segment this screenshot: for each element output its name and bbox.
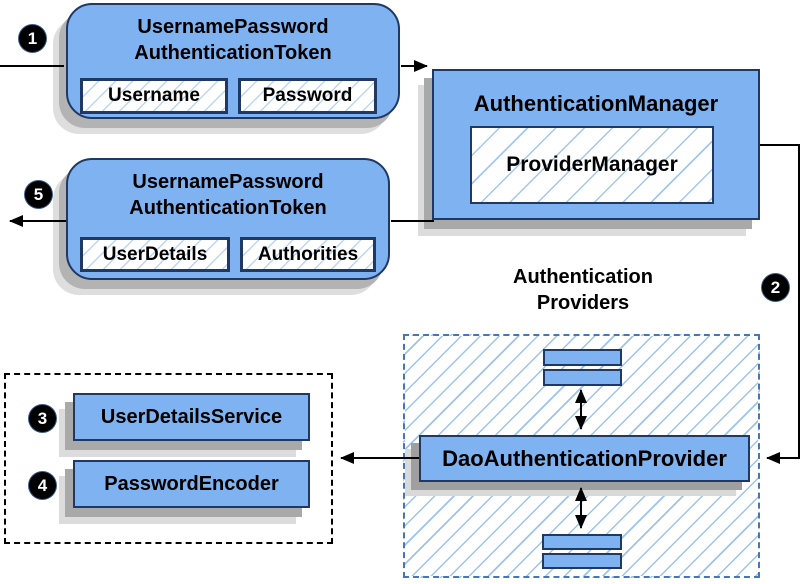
provider-stack-bar-bottom-2 — [542, 553, 622, 569]
authentication-manager-box: AuthenticationManager ProviderManager — [432, 69, 760, 220]
step-1-badge: 1 — [19, 25, 46, 52]
dao-authentication-provider-box: DaoAuthenticationProvider — [419, 435, 750, 482]
authorities-field-chip: Authorities — [240, 237, 376, 272]
token-request-title-line2: AuthenticationToken — [134, 42, 332, 64]
step-5-badge: 5 — [25, 181, 52, 208]
authentication-providers-label: Authentication Providers — [458, 264, 708, 316]
authentication-providers-label-line2: Providers — [536, 292, 630, 314]
userdetails-field-chip: UserDetails — [80, 237, 230, 272]
authentication-providers-label-line1: Authentication — [513, 266, 653, 288]
authentication-manager-title: AuthenticationManager — [473, 91, 719, 116]
password-field-chip: Password — [238, 78, 377, 114]
username-field-chip: Username — [80, 78, 228, 114]
token-response-title-line2: AuthenticationToken — [129, 197, 327, 219]
provider-manager-box: ProviderManager — [470, 126, 714, 204]
username-password-token-request-box: UsernamePassword AuthenticationToken Use… — [66, 3, 400, 119]
token-request-title: UsernamePassword AuthenticationToken — [68, 5, 398, 66]
step-2-badge: 2 — [762, 274, 789, 301]
provider-stack-bar-top-2 — [543, 369, 622, 386]
password-encoder-box: PasswordEncoder — [73, 460, 310, 508]
token-response-title: UsernamePassword AuthenticationToken — [68, 160, 388, 221]
user-details-service-box: UserDetailsService — [73, 393, 310, 441]
token-request-title-line1: UsernamePassword — [137, 16, 329, 38]
username-password-token-response-box: UsernamePassword AuthenticationToken Use… — [66, 158, 390, 280]
arrow-step2-manager-to-provider — [760, 144, 800, 464]
provider-stack-bar-bottom-1 — [542, 534, 622, 550]
step-4-badge: 4 — [29, 472, 56, 499]
provider-stack-bar-top-1 — [543, 349, 622, 366]
step-3-badge: 3 — [29, 405, 56, 432]
token-response-title-line1: UsernamePassword — [132, 171, 324, 193]
